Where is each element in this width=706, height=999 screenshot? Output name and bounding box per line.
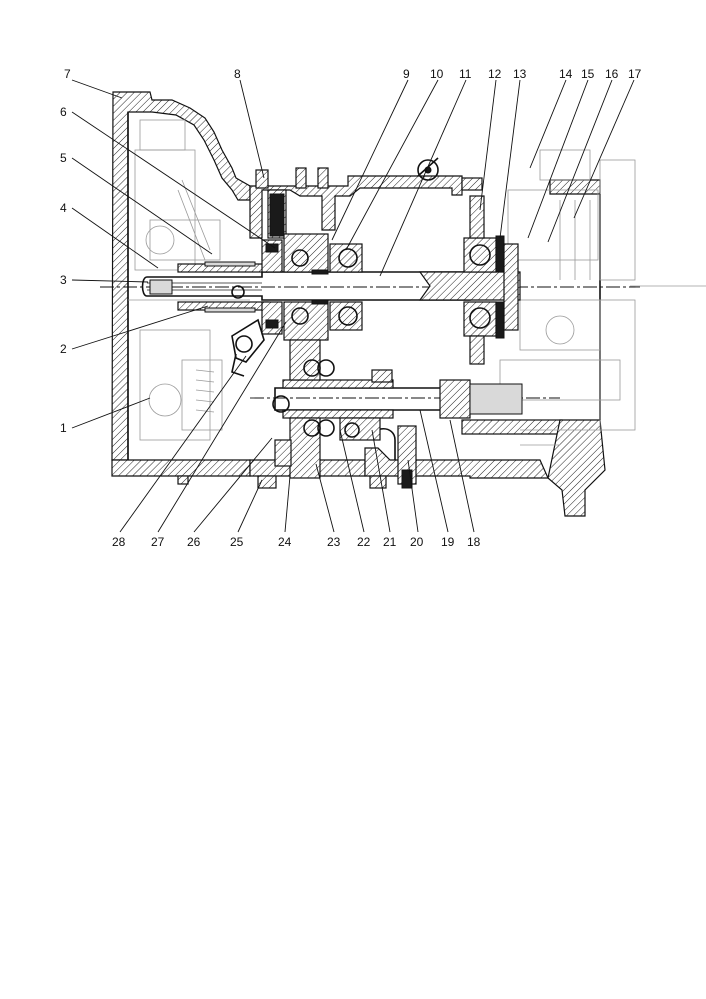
callout-21: 21 (383, 535, 397, 549)
callout-18: 18 (467, 535, 481, 549)
callout-7: 7 (64, 67, 71, 81)
callout-6: 6 (60, 105, 67, 119)
shift-lever (231, 318, 265, 377)
callout-27: 27 (151, 535, 165, 549)
left-housing (111, 91, 251, 477)
callout-9: 9 (403, 67, 410, 81)
callout-13: 13 (513, 67, 527, 81)
callout-15: 15 (581, 67, 595, 81)
callout-28: 28 (112, 535, 126, 549)
callout-14: 14 (559, 67, 573, 81)
callout-labels: 1 2 3 4 5 6 7 8 9 10 11 12 13 14 15 16 1… (60, 67, 642, 549)
callout-16: 16 (605, 67, 619, 81)
callout-10: 10 (430, 67, 444, 81)
callout-17: 17 (628, 67, 642, 81)
callout-5: 5 (60, 151, 67, 165)
upper-housing (249, 157, 463, 239)
countershaft (272, 339, 523, 489)
right-bearing-pack (463, 195, 519, 365)
main-shaft (141, 271, 521, 301)
callout-24: 24 (278, 535, 292, 549)
callout-12: 12 (488, 67, 502, 81)
callout-1: 1 (60, 421, 67, 435)
callout-20: 20 (410, 535, 424, 549)
callout-leaders (71, 79, 635, 533)
callout-19: 19 (441, 535, 455, 549)
callout-2: 2 (60, 342, 67, 356)
callout-11: 11 (459, 67, 472, 81)
callout-22: 22 (357, 535, 371, 549)
callout-26: 26 (187, 535, 201, 549)
right-housing (461, 149, 706, 517)
central-gear-pack (261, 233, 363, 341)
callout-25: 25 (230, 535, 244, 549)
callout-3: 3 (60, 273, 67, 287)
callout-23: 23 (327, 535, 341, 549)
callout-8: 8 (234, 67, 241, 81)
callout-4: 4 (60, 201, 67, 215)
